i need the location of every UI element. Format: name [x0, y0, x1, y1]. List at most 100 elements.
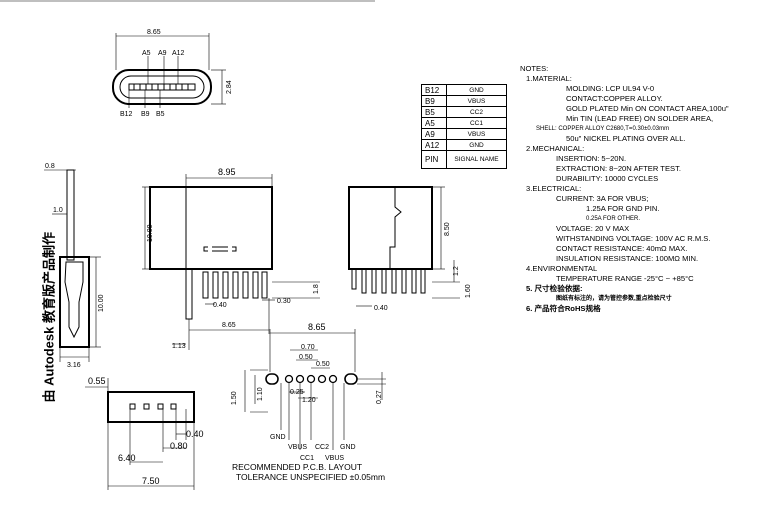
notes-inspection-line: 图纸有标注的，请为管控参数,重点检验尺寸	[556, 296, 672, 302]
pcb-pin-gnd-2: GND	[340, 444, 356, 451]
pcb-h1-dim: 1.50	[231, 391, 238, 405]
side-pins	[351, 268, 426, 294]
notes-current: CURRENT: 3A FOR VBUS;	[556, 194, 649, 203]
signal-cell: CC1	[446, 117, 507, 129]
front-view: 8.95 10.00 1.8 0.40 0.30 8.65	[142, 167, 320, 350]
pcb-pin-cc1: CC1	[300, 455, 314, 462]
pcb-layout: 8.65 0.70 0.50 0.50 1.50 1.10 0.27 0.25 …	[231, 322, 386, 462]
signal-cell: VBUS	[446, 95, 507, 107]
pcb-width-dim: 8.65	[308, 322, 326, 332]
notes-extraction: EXTRACTION: 8~20N AFTER TEST.	[556, 164, 681, 173]
bottom-view: 0.55 0.40 0.80 6.40 7.50	[85, 376, 204, 490]
signal-header: SIGNAL NAME	[446, 150, 507, 169]
pcb-h2-dim: 1.10	[257, 387, 264, 401]
pin-label-b12: B12	[120, 111, 133, 118]
bottom-edge-dim: 0.55	[88, 376, 106, 386]
pin-cell: B5	[421, 106, 447, 118]
side-view: 8.50 1.2 1.60 0.40	[348, 186, 472, 312]
left-contact-profile	[64, 261, 84, 339]
pin-label-a12: A12	[172, 50, 185, 57]
signal-cell: CC2	[446, 106, 507, 118]
left-shell-top	[66, 169, 75, 261]
bottom-body-outline	[107, 391, 195, 423]
front-lead-dim: 1.8	[313, 284, 320, 294]
pcb-d1-dim: 0.70	[301, 344, 315, 351]
side-pin-dim: 0.40	[374, 305, 388, 312]
bottom-d2-dim: 0.80	[170, 441, 188, 451]
notes-voltage: VOLTAGE: 20 V MAX	[556, 224, 630, 233]
top-width-dim: 8.65	[147, 29, 161, 36]
pin-label-b9: B9	[141, 111, 150, 118]
signal-cell: VBUS	[446, 128, 507, 140]
side-lead-dim: 1.60	[465, 284, 472, 298]
notes-withstanding: WITHSTANDING VOLTAGE: 100V AC R.M.S.	[556, 234, 711, 243]
pcb-pin-gnd-1: GND	[270, 434, 286, 441]
notes-rohs: 6. 产品符合RoHS规格	[526, 304, 601, 313]
front-pitch-dim: 0.40	[213, 302, 227, 309]
left-top-dim: 0.8	[45, 163, 55, 170]
pin-label-a5: A5	[142, 50, 151, 57]
pin-label-a9: A9	[158, 50, 167, 57]
notes-current3: 0.25A FOR OTHER.	[586, 216, 641, 222]
notes-current2: 1.25A FOR GND PIN.	[586, 204, 660, 213]
notes-nickel: 50u" NICKEL PLATING OVER ALL.	[566, 134, 686, 143]
bottom-total-dim: 7.50	[142, 476, 160, 486]
bottom-pads	[129, 403, 177, 410]
pcb-d5-dim: 1.20	[302, 397, 316, 404]
pin-header: PIN	[421, 150, 447, 169]
left-view: 0.8 1.0 10.00 3.16 1.13	[44, 163, 186, 369]
side-profile-line	[389, 187, 402, 269]
pin-cell: A5	[421, 117, 447, 129]
notes-plating2: Min TIN (LEAD FREE) ON SOLDER AREA,	[566, 114, 714, 123]
notes-shell: SHELL: COPPER ALLOY C2680,T=0.30±0.03mm	[536, 126, 670, 132]
left-offset-dim: 1.0	[53, 207, 63, 214]
pin-cell: B9	[421, 95, 447, 107]
left-height-dim: 10.00	[98, 294, 105, 312]
side-height-dim: 8.50	[444, 222, 451, 236]
notes-inspection-title: 5. 尺寸检验依据:	[526, 284, 583, 293]
front-body-outline	[149, 186, 273, 270]
usb-c-inner-opening	[119, 75, 205, 99]
pcb-h3-dim: 0.27	[376, 390, 383, 404]
notes-insertion: INSERTION: 5~20N.	[556, 154, 627, 163]
notes-electrical-title: 3.ELECTRICAL:	[526, 184, 582, 193]
side-step-dim: 1.2	[453, 266, 460, 276]
bottom-d1-dim: 0.40	[186, 429, 204, 439]
latch-slot	[203, 246, 237, 252]
front-pinwidth-dim: 0.30	[277, 298, 291, 305]
notes-contact-resistance: CONTACT RESISTANCE: 40mΩ MAX.	[556, 244, 688, 253]
bottom-d3-dim: 6.40	[118, 453, 136, 463]
tongue	[128, 83, 196, 91]
pcb-pads	[265, 373, 358, 385]
notes-molding: MOLDING: LCP UL94 V-0	[566, 84, 655, 93]
notes-environmental-title: 4.ENVIRONMENTAL	[526, 264, 598, 273]
notes-durability: DURABILITY: 10000 CYCLES	[556, 174, 659, 183]
notes-material-title: 1.MATERIAL:	[526, 74, 572, 83]
front-pins	[185, 268, 268, 320]
watermark-text: 由 Autodesk 教育版产品制作	[41, 232, 57, 403]
pcb-pin-vbus-1: VBUS	[288, 444, 307, 451]
notes-temperature: TEMPERATURE RANGE -25°C ~ +85°C	[556, 274, 694, 283]
notes-block: NOTES: 1.MATERIAL: MOLDING: LCP UL94 V-0…	[520, 64, 760, 314]
pcb-pin-cc2: CC2	[315, 444, 329, 451]
signal-cell: GND	[446, 139, 507, 151]
pin-cell: A9	[421, 128, 447, 140]
pcb-tolerance-note: TOLERANCE UNSPECIFIED ±0.05mm	[236, 472, 386, 482]
notes-plating1: GOLD PLATED Min ON CONTACT AREA,100u"	[566, 104, 729, 113]
pin-cell: A12	[421, 139, 447, 151]
notes-insulation: INSULATION RESISTANCE: 100MΩ MIN.	[556, 254, 699, 263]
left-base-dim: 1.13	[172, 343, 186, 350]
front-width-dim: 8.95	[218, 167, 236, 177]
notes-mechanical-title: 2.MECHANICAL:	[526, 144, 585, 153]
notes-contact: CONTACT:COPPER ALLOY.	[566, 94, 663, 103]
top-height-dim: 2.84	[226, 80, 233, 94]
